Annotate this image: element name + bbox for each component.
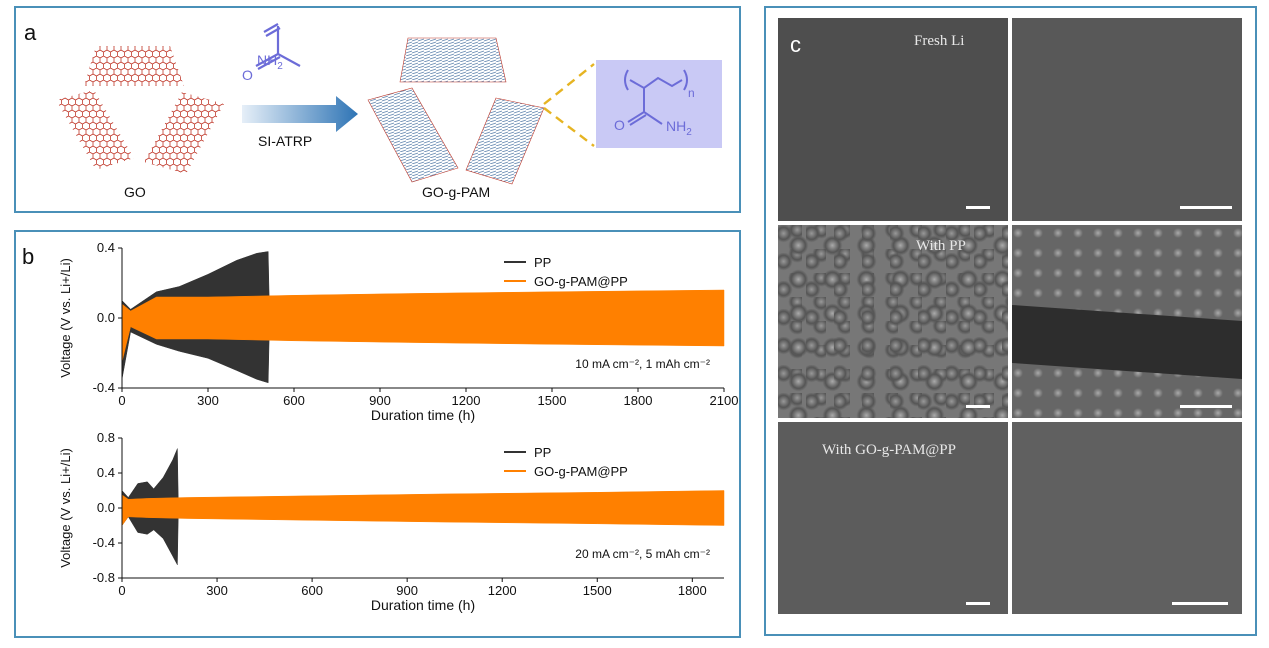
row-label-with-pp: With PP xyxy=(916,238,966,254)
condition-annotation: 20 mA cm⁻², 5 mAh cm⁻² xyxy=(575,547,710,561)
sem-with-pp-cross xyxy=(1012,225,1242,418)
acrylamide-molecule xyxy=(255,23,301,70)
y-tick-label: -0.4 xyxy=(93,380,115,395)
sem-fresh-li-top: c Fresh Li xyxy=(778,18,1008,221)
row-label-with-go-g-pam: With GO-g-PAM@PP xyxy=(822,442,956,458)
x-tick-label: 300 xyxy=(206,583,228,598)
polymer-n-label: n xyxy=(688,86,695,100)
go-sheet-top xyxy=(84,46,184,86)
x-tick-label: 0 xyxy=(118,393,125,408)
condition-annotation: 10 mA cm⁻², 1 mAh cm⁻² xyxy=(575,357,710,371)
legend-label-pp: PP xyxy=(534,445,551,460)
method-label: SI-ATRP xyxy=(258,133,313,149)
go-g-pam-sheets xyxy=(367,37,545,185)
reaction-arrow xyxy=(242,96,358,132)
sem-with-go-g-pam-top: With GO-g-PAM@PP xyxy=(778,422,1008,614)
x-tick-label: 0 xyxy=(118,583,125,598)
go-sheets xyxy=(56,46,224,174)
polyacrylamide-structure xyxy=(624,69,688,126)
y-tick-label: 0.0 xyxy=(97,310,115,325)
x-tick-label: 1800 xyxy=(624,393,653,408)
x-tick-label: 1800 xyxy=(678,583,707,598)
go-sheet-left xyxy=(56,90,134,170)
go-label: GO xyxy=(124,184,146,200)
y-tick-label: 0.4 xyxy=(97,240,115,255)
y-tick-label: 0.8 xyxy=(97,430,115,445)
scale-bar xyxy=(966,405,990,408)
polymer-oxygen-label: O xyxy=(614,117,625,133)
legend-label-go-g-pam-pp: GO-g-PAM@PP xyxy=(534,274,628,289)
panel-c: c Fresh Li With PP With GO-g-PAM@PP xyxy=(764,6,1257,636)
x-tick-label: 1200 xyxy=(452,393,481,408)
panel-c-label: c xyxy=(790,32,801,57)
y-axis-label: Voltage (V vs. Li+/Li) xyxy=(58,448,73,568)
x-axis-label: Duration time (h) xyxy=(371,597,475,613)
scale-bar xyxy=(966,206,990,209)
x-tick-label: 600 xyxy=(283,393,305,408)
series-band-go-g-pam-pp xyxy=(121,289,725,362)
row-label-fresh-li: Fresh Li xyxy=(914,33,965,49)
polymer-box xyxy=(596,60,722,148)
series-band-go-g-pam-pp xyxy=(121,490,725,527)
sem-with-go-g-pam-cross xyxy=(1012,422,1242,614)
panel-a-label: a xyxy=(24,20,37,45)
y-tick-label: 0.0 xyxy=(97,500,115,515)
x-tick-label: 2100 xyxy=(710,393,739,408)
x-axis-label: Duration time (h) xyxy=(371,407,475,423)
x-tick-label: 900 xyxy=(369,393,391,408)
panel-b-label: b xyxy=(22,244,35,269)
x-tick-label: 600 xyxy=(301,583,323,598)
sem-with-pp-top: With PP xyxy=(778,225,1008,418)
monomer-amine-label: NH2 xyxy=(257,52,283,72)
legend-label-go-g-pam-pp: GO-g-PAM@PP xyxy=(534,464,628,479)
polymer-amine-label: NH2 xyxy=(666,118,692,138)
go-sheet-right xyxy=(144,92,224,174)
y-tick-label: -0.8 xyxy=(93,570,115,585)
dendrite-gap xyxy=(1012,304,1242,380)
sem-fresh-li-cross xyxy=(1012,18,1242,221)
y-tick-label: -0.4 xyxy=(93,535,115,550)
synthesis-scheme xyxy=(56,23,722,185)
scale-bar xyxy=(1180,405,1232,408)
go-g-pam-label: GO-g-PAM xyxy=(422,184,491,200)
scale-bar xyxy=(1180,206,1232,209)
monomer-oxygen-label: O xyxy=(242,67,253,83)
y-axis-label: Voltage (V vs. Li+/Li) xyxy=(58,258,73,378)
scale-bar xyxy=(1172,602,1228,605)
x-tick-label: 900 xyxy=(396,583,418,598)
zoom-lines xyxy=(543,63,595,147)
y-tick-label: 0.4 xyxy=(97,465,115,480)
legend-label-pp: PP xyxy=(534,255,551,270)
x-tick-label: 300 xyxy=(197,393,219,408)
panel-a: a xyxy=(14,6,741,213)
x-tick-label: 1200 xyxy=(488,583,517,598)
x-tick-label: 1500 xyxy=(583,583,612,598)
scale-bar xyxy=(966,602,990,605)
x-tick-label: 1500 xyxy=(538,393,567,408)
